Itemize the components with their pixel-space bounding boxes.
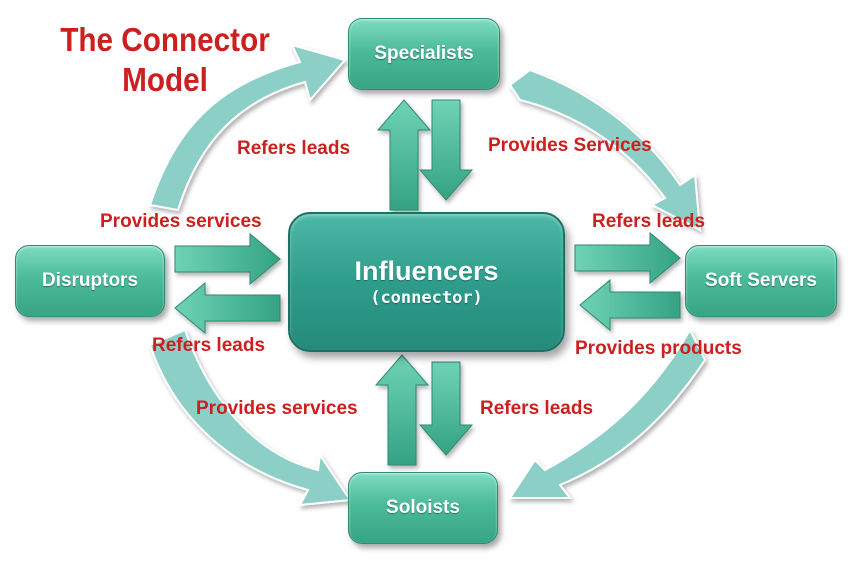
node-specialists: Specialists [348,18,500,90]
arrow-left-softservers-to-center [579,278,681,332]
title-line-1: The Connector [60,21,270,58]
curved-arrow-top-left [148,43,347,212]
arrow-down-center-to-soloists [418,361,474,456]
arrow-up-soloists-to-center [374,354,430,466]
curved-arrow-bottom-right [508,327,707,499]
label-left-bottom: Refers leads [152,335,266,356]
label-bottom-right: Refers leads [480,398,594,419]
arrow-up-center-to-specialists [376,99,432,211]
node-influencers-sublabel: (connector) [370,288,483,308]
node-specialists-label: Specialists [374,43,474,64]
arrow-down-specialists-to-center [418,99,474,201]
node-soft-servers: Soft Servers [685,245,837,317]
title-line-2: Model [122,61,208,98]
label-top-left: Refers leads [237,138,351,159]
label-left-top: Provides services [100,211,262,232]
curved-arrow-top-right [508,68,702,232]
node-soloists: Soloists [348,472,498,544]
label-bottom-left: Provides services [196,398,358,419]
node-influencers: Influencers (connector) [288,212,565,352]
label-top-right: Provides Services [488,135,652,156]
node-soft-servers-label: Soft Servers [705,270,817,291]
node-disruptors: Disruptors [15,245,165,317]
arrow-left-center-to-disruptors [174,281,281,335]
node-disruptors-label: Disruptors [41,270,139,291]
node-influencers-label: Influencers [354,256,499,286]
diagram-title: The Connector Model [53,20,278,100]
arrow-right-disruptors-to-center [174,232,281,286]
arrow-right-center-to-softservers [574,231,681,285]
label-right-bottom: Provides products [575,338,742,359]
label-right-top: Refers leads [592,211,706,232]
node-soloists-label: Soloists [386,497,460,518]
